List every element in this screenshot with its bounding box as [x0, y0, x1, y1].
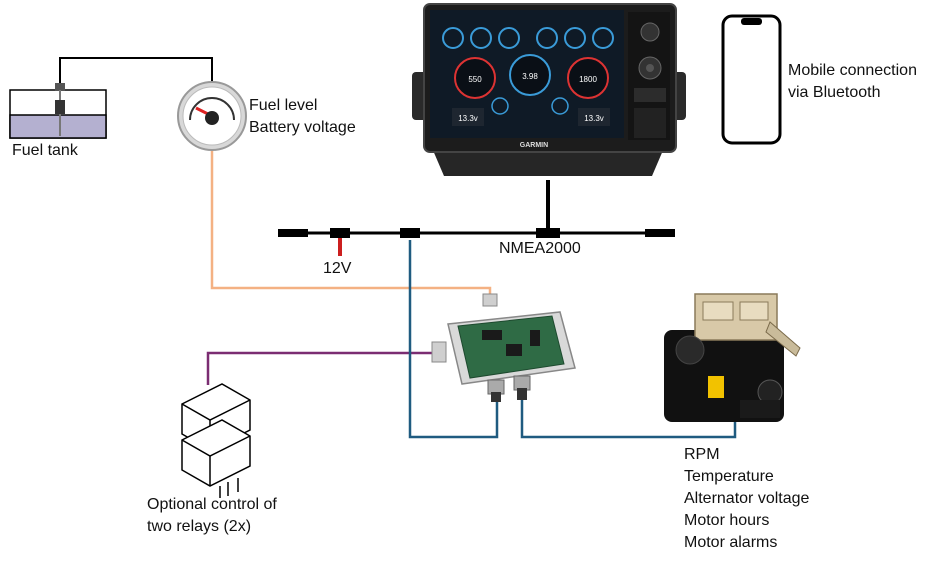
relay-wire — [206, 351, 440, 385]
gauge-label-battery-voltage: Battery voltage — [249, 119, 356, 136]
engine-wire — [520, 400, 737, 439]
fuel-sender-icon — [55, 83, 65, 136]
readout-fuel: 550 — [468, 75, 482, 84]
brand-label: GARMIN — [520, 142, 548, 149]
sender-wire — [59, 57, 213, 90]
display-small-gauges — [442, 27, 614, 49]
fuel-tank — [9, 83, 107, 139]
nmea2000-backbone — [278, 228, 675, 256]
bus-label: NMEA2000 — [499, 240, 581, 257]
mobile-label-line2: via Bluetooth — [788, 84, 881, 101]
readout-rpm: 1800 — [579, 75, 597, 84]
gauge-label-fuel-level: Fuel level — [249, 97, 318, 114]
fuel-tank-label: Fuel tank — [12, 142, 78, 159]
engine-data-motor-hours: Motor hours — [684, 512, 770, 529]
engine-data-alternator-voltage: Alternator voltage — [684, 490, 810, 507]
voltage-readout-right: 13.3v — [584, 114, 604, 123]
mobile-label-line1: Mobile connection — [788, 62, 917, 79]
relays-icon — [181, 383, 251, 498]
relays-label-line2: two relays (2x) — [147, 518, 252, 535]
readout-center: 3.98 — [522, 72, 538, 81]
power-tee — [330, 228, 350, 238]
phone-icon — [721, 14, 782, 145]
power-label: 12V — [323, 260, 352, 277]
display-keypad — [634, 22, 666, 138]
display-tee — [536, 228, 560, 238]
engine-data-temperature: Temperature — [684, 468, 774, 485]
engine-data-rpm: RPM — [684, 446, 720, 463]
sensor-module — [431, 293, 576, 402]
display-big-gauges — [454, 54, 609, 99]
chartplotter-display: 550 3.98 1800 13.3v 13.3v GARMIN — [412, 3, 686, 176]
gauge-icon — [177, 81, 247, 151]
voltage-readout-left: 13.3v — [458, 114, 478, 123]
relays-label-line1: Optional control of — [147, 496, 277, 513]
sensor-tee — [400, 228, 420, 238]
nmea-drop-wire — [408, 240, 499, 439]
engine-icon — [664, 293, 801, 422]
engine-data-motor-alarms: Motor alarms — [684, 534, 778, 551]
